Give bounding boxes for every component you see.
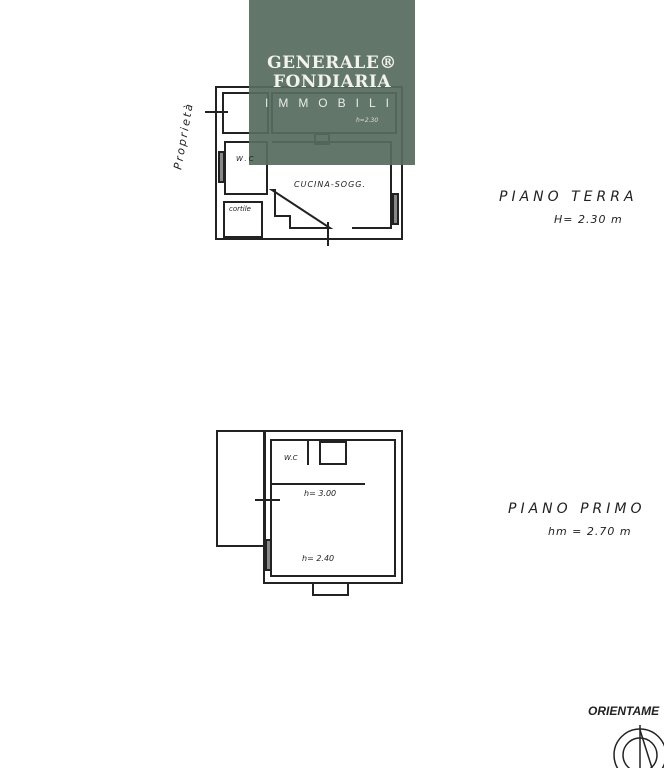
ground-floor-title: PIANO TERRA xyxy=(499,189,638,205)
north-arrow-icon xyxy=(613,725,664,768)
ground-top-height: h=2.30 xyxy=(356,117,379,124)
first-floor-height: hm = 2.70 m xyxy=(548,525,632,538)
kitchen-label: CUCINA-SOGG. xyxy=(294,180,367,189)
courtyard-label: cortile xyxy=(229,205,251,213)
watermark-line1: GENERALE® xyxy=(267,53,397,73)
watermark-line2: FONDIARIA xyxy=(272,72,392,92)
watermark-line3: IMMOBILI xyxy=(264,96,399,110)
first-floor-title: PIANO PRIMO xyxy=(508,501,646,517)
first-floor-plan xyxy=(216,430,403,596)
ground-wc-label: W.C xyxy=(236,155,256,163)
orientation-label: ORIENTAME xyxy=(588,704,660,718)
first-lower-height: h= 2.40 xyxy=(302,554,335,563)
ground-floor-height: H= 2.30 m xyxy=(554,213,623,226)
first-upper-height: h= 3.00 xyxy=(304,489,337,498)
first-wc-label: W.C xyxy=(284,454,298,462)
generale-fondiaria-watermark: GENERALE® FONDIARIA IMMOBILI xyxy=(249,0,415,165)
